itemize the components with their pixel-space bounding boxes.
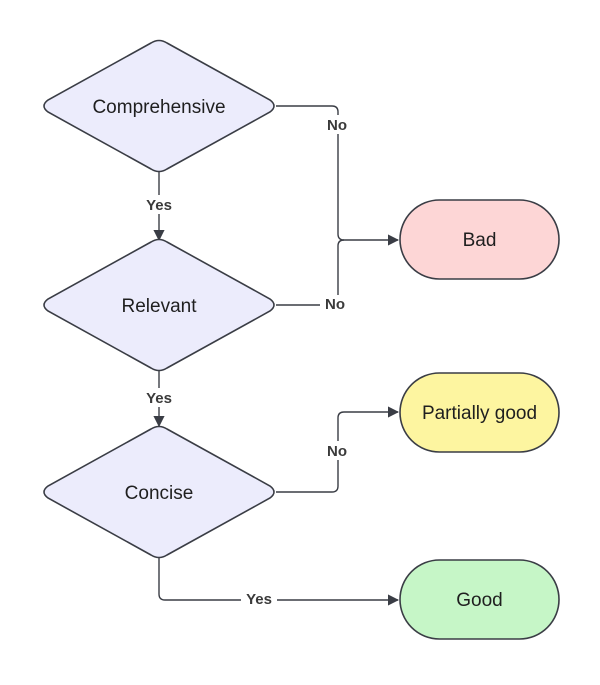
terminal-bad-label: Bad [463, 230, 497, 251]
edge-label-comprehensive-yes: Yes [146, 197, 172, 214]
diamond-shape [43, 39, 275, 173]
edge-label-relevant-yes: Yes [146, 390, 172, 407]
terminal-shape [399, 559, 560, 640]
edge-labels: No Yes No Yes No Yes [141, 115, 351, 609]
decision-relevant-label: Relevant [122, 296, 198, 317]
edge-label-relevant-no: No [325, 296, 345, 313]
decision-comprehensive[interactable]: Comprehensive [43, 39, 275, 173]
decision-concise[interactable]: Concise [43, 425, 275, 559]
decision-comprehensive-label: Comprehensive [92, 97, 225, 118]
terminal-good-label: Good [456, 590, 502, 611]
edge-label-comprehensive-no: No [327, 117, 347, 134]
diamond-shape [43, 425, 275, 559]
edge-concise-yes [158, 558, 400, 606]
decision-concise-label: Concise [125, 483, 194, 504]
edge-label-concise-no: No [327, 443, 347, 460]
terminal-partially-good-label: Partially good [422, 403, 537, 424]
decision-relevant[interactable]: Relevant [43, 238, 275, 372]
terminal-bad[interactable]: Bad [399, 199, 560, 280]
diamond-shape [43, 238, 275, 372]
terminal-shape [399, 372, 560, 453]
terminal-shape [399, 199, 560, 280]
terminal-good[interactable]: Good [399, 559, 560, 640]
edge-label-concise-yes: Yes [246, 591, 272, 608]
terminal-partially-good[interactable]: Partially good [399, 372, 560, 453]
